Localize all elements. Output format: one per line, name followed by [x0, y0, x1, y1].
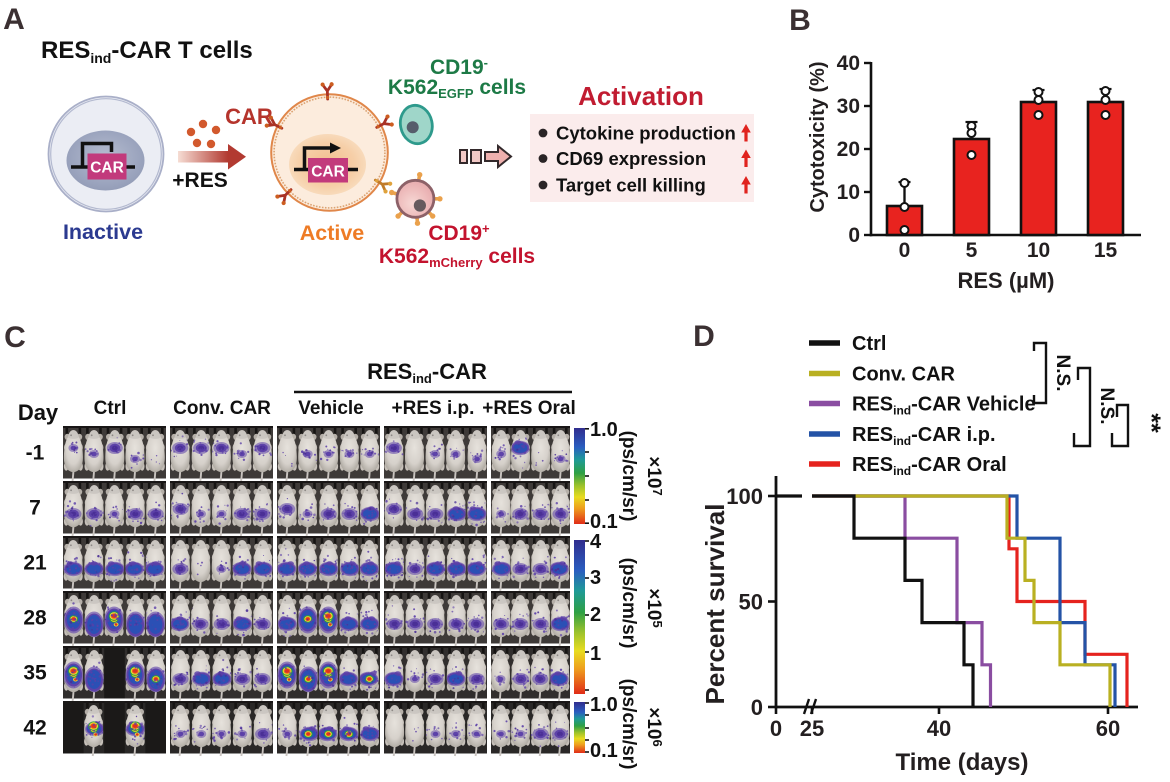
svg-text:0: 0 [770, 716, 782, 741]
svg-text:×105: ×105 [643, 588, 665, 627]
svg-text:K562mCherry​ cells: K562mCherry​ cells [379, 245, 535, 270]
svg-text:-1: -1 [26, 442, 45, 465]
svg-text:CD19+​: CD19+​ [428, 221, 490, 245]
svg-text:Cytotoxicity (%): Cytotoxicity (%) [807, 61, 829, 212]
svg-text:Time (days): Time (days) [896, 749, 1029, 776]
svg-text:28: 28 [23, 607, 47, 630]
svg-text:2: 2 [590, 604, 601, 626]
svg-text:C: C [4, 321, 26, 354]
svg-text:0.1: 0.1 [590, 740, 618, 762]
svg-text:35: 35 [23, 662, 47, 685]
svg-text:Cytokine production: Cytokine production [556, 123, 736, 144]
svg-text:15: 15 [1094, 239, 1118, 262]
svg-text:40: 40 [927, 716, 951, 741]
svg-text:5: 5 [966, 239, 978, 262]
svg-text:CAR: CAR [90, 160, 124, 177]
svg-text:Ctrl: Ctrl [94, 398, 127, 419]
svg-text:N.S.: N.S. [1052, 355, 1073, 392]
svg-text:4: 4 [590, 531, 602, 553]
svg-text:Target cell killing: Target cell killing [556, 175, 706, 196]
svg-text:3: 3 [590, 567, 601, 589]
svg-text:21: 21 [23, 552, 47, 575]
svg-text:Vehicle: Vehicle [298, 398, 364, 419]
svg-text:(ps/cm/sr): (ps/cm/sr) [618, 679, 639, 770]
svg-text:+RES: +RES [172, 169, 227, 192]
svg-text:0: 0 [899, 239, 911, 262]
svg-text:K562EGFP​ cells: K562EGFP​ cells [388, 76, 526, 101]
svg-text:1: 1 [590, 643, 601, 665]
svg-text:(ps/cm/sr): (ps/cm/sr) [618, 431, 639, 522]
svg-text:Conv. CAR: Conv. CAR [173, 398, 271, 419]
svg-text:25: 25 [800, 716, 824, 741]
svg-text:Percent survival: Percent survival [700, 504, 730, 705]
svg-text:×106: ×106 [643, 707, 665, 746]
svg-text:0: 0 [751, 695, 763, 720]
svg-text:CD69 expression: CD69 expression [556, 148, 706, 169]
svg-text:RESind​-CAR Oral: RESind​-CAR Oral [852, 454, 1007, 478]
svg-text:D: D [693, 320, 715, 353]
svg-text:+RES i.p.: +RES i.p. [392, 398, 475, 419]
svg-text:Ctrl: Ctrl [852, 333, 886, 355]
svg-text:×107: ×107 [643, 456, 665, 495]
svg-text:Conv. CAR: Conv. CAR [852, 364, 956, 386]
svg-text:Active: Active [300, 221, 365, 245]
svg-text:0.1: 0.1 [590, 511, 618, 533]
svg-text:B: B [789, 4, 811, 37]
svg-text:RESind​-CAR: RESind​-CAR [367, 359, 487, 386]
svg-text:30: 30 [837, 95, 860, 118]
svg-text:10: 10 [1027, 239, 1050, 262]
svg-text:RESind​-CAR T cells: RESind​-CAR T cells [41, 37, 253, 66]
svg-text:**: ** [1137, 413, 1165, 433]
svg-text:(ps/cm/sr): (ps/cm/sr) [618, 558, 639, 649]
svg-text:CAR: CAR [311, 164, 345, 181]
svg-text:RESind​-CAR i.p.: RESind​-CAR i.p. [852, 424, 996, 448]
svg-text:CD19-​: CD19-​ [430, 55, 488, 79]
svg-text:N.S.: N.S. [1096, 388, 1117, 425]
svg-text:Activation: Activation [578, 81, 704, 111]
svg-text:40: 40 [837, 52, 860, 75]
svg-text:1.0: 1.0 [590, 694, 618, 716]
svg-text:42: 42 [23, 717, 46, 740]
svg-text:A: A [3, 3, 25, 36]
svg-text:60: 60 [1096, 716, 1120, 741]
svg-text:50: 50 [739, 590, 763, 615]
svg-text:Day: Day [18, 400, 59, 425]
svg-text:7: 7 [29, 497, 41, 520]
svg-text:10: 10 [837, 181, 860, 204]
svg-text:20: 20 [837, 138, 860, 161]
svg-text:0: 0 [848, 224, 860, 247]
svg-text:RESind​-CAR Vehicle: RESind​-CAR Vehicle [852, 394, 1036, 418]
svg-text:100: 100 [726, 484, 763, 509]
svg-text:RES (µM): RES (µM) [957, 268, 1054, 293]
svg-text:+RES Oral: +RES Oral [482, 398, 575, 419]
svg-text:Inactive: Inactive [63, 220, 143, 244]
svg-text:1.0: 1.0 [590, 419, 618, 441]
